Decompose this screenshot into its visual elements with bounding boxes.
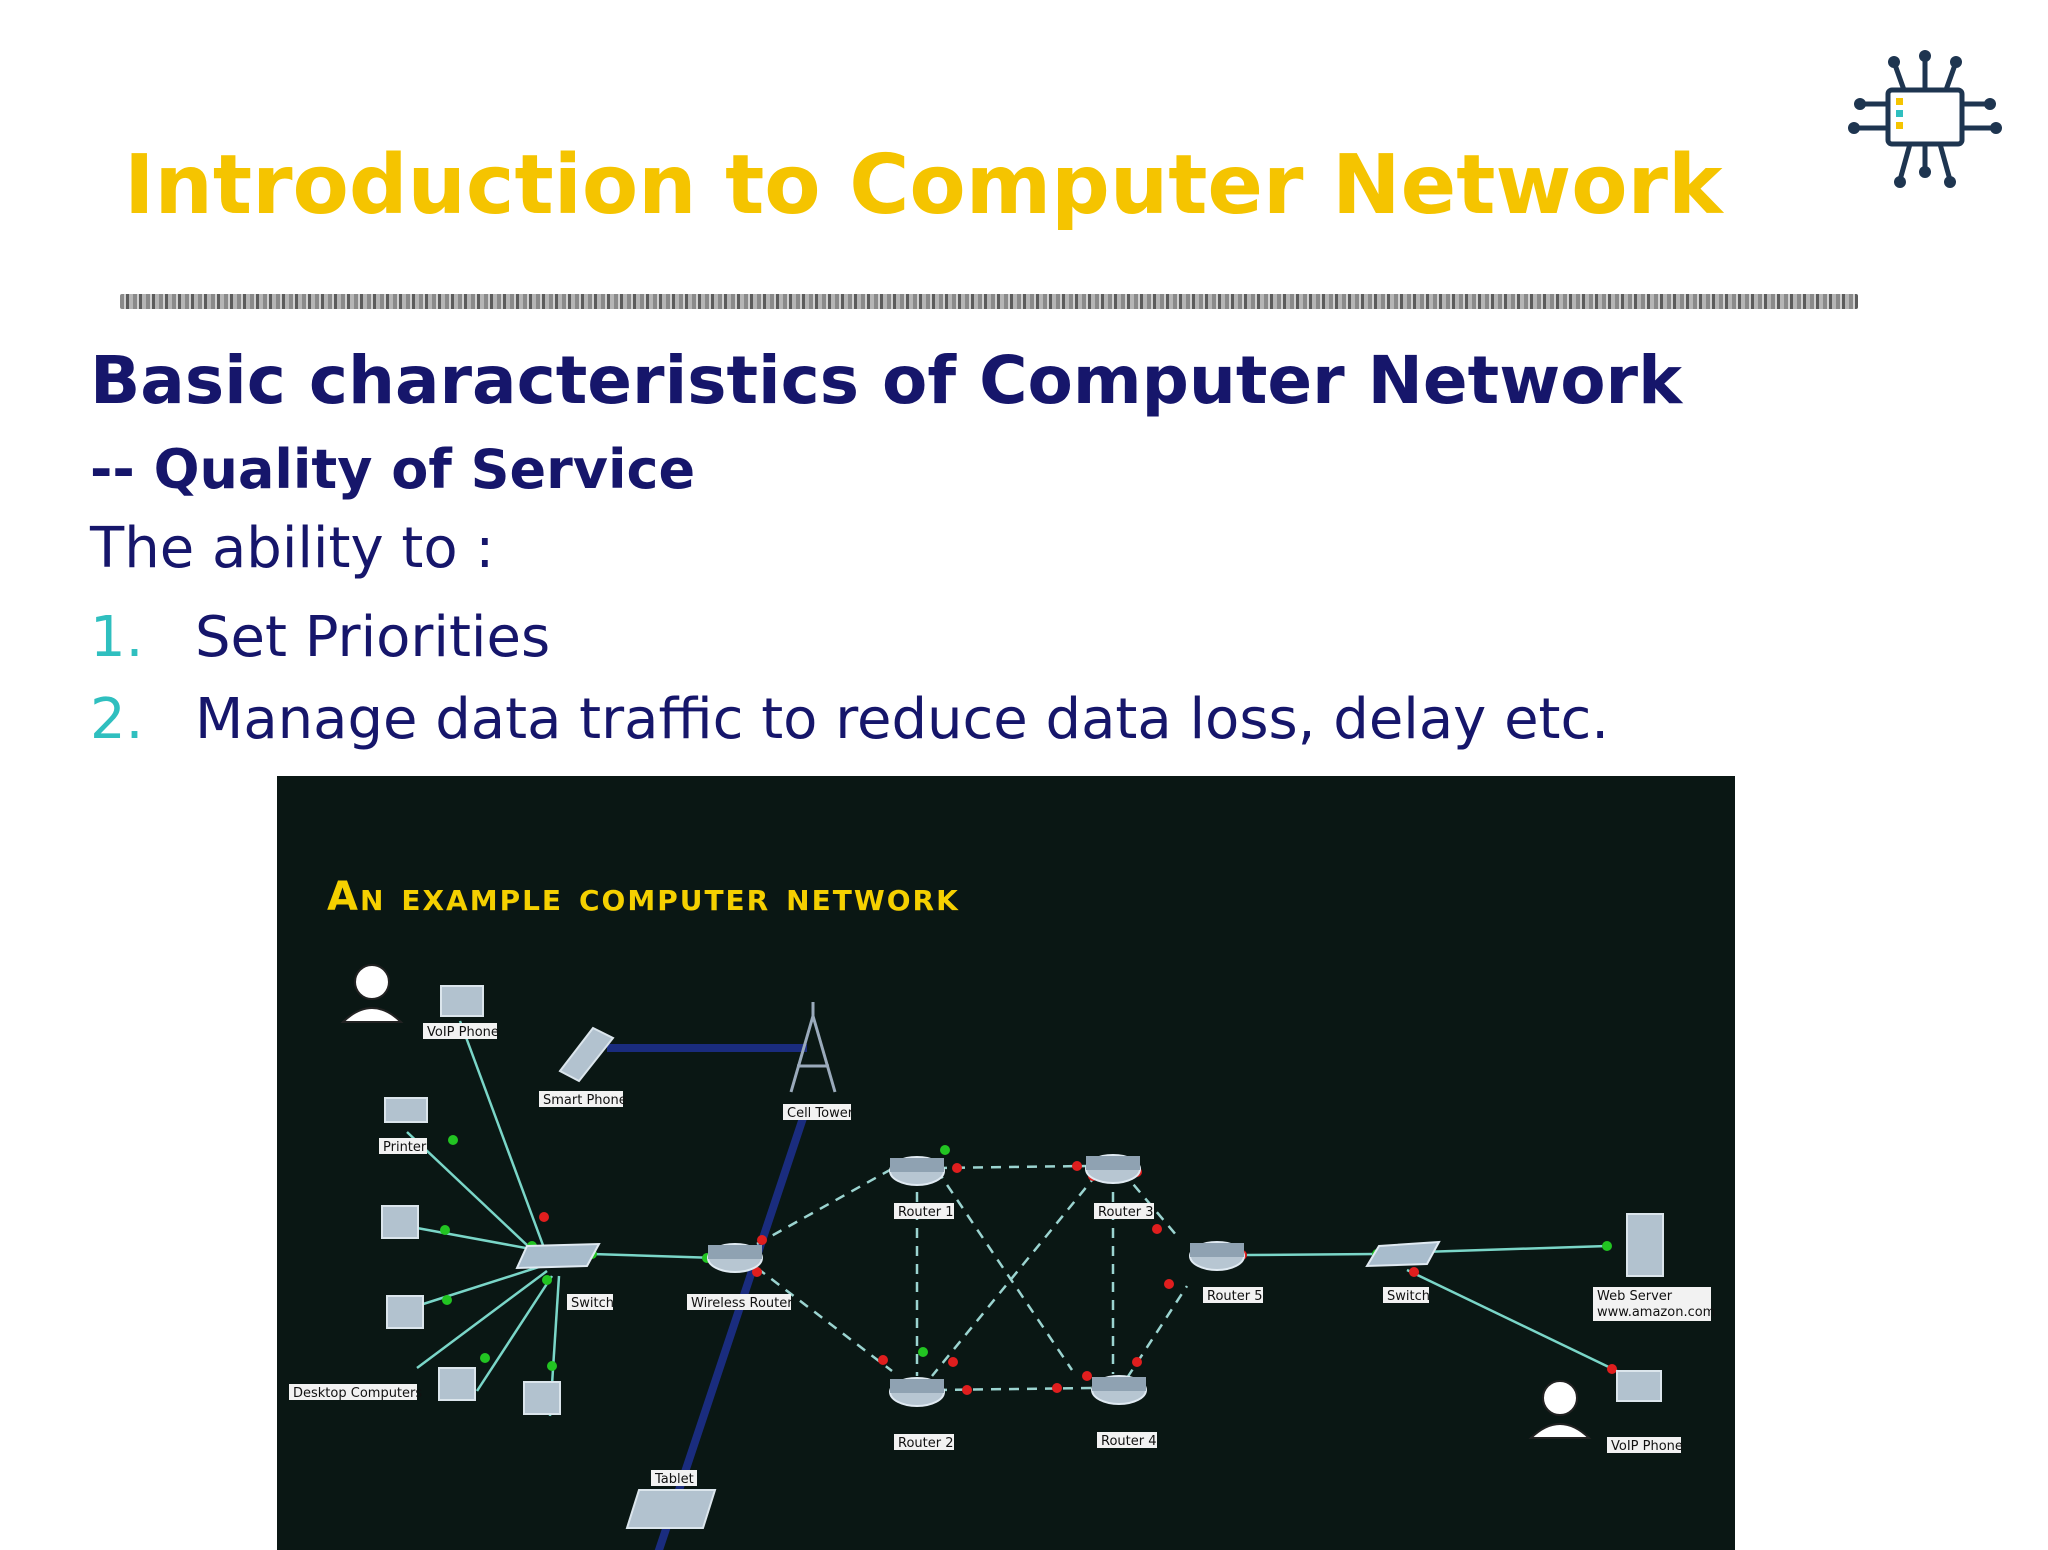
label-router-5: Router 5 — [1207, 1289, 1263, 1304]
network-diagram: An example computer network — [277, 776, 1735, 1550]
list-item: 1. Set Priorities — [90, 596, 1609, 678]
title-divider — [120, 294, 1858, 309]
label-cell-tower: Cell Tower — [787, 1106, 854, 1121]
label-router-4: Router 4 — [1101, 1434, 1157, 1449]
label-desktop-computers: Desktop Computers — [293, 1386, 422, 1401]
ability-list: 1. Set Priorities 2. Manage data traffic… — [90, 596, 1609, 760]
list-text: Manage data traffic to reduce data loss,… — [195, 686, 1610, 752]
label-switch-right: Switch — [1387, 1289, 1430, 1304]
label-smart-phone: Smart Phone — [543, 1093, 627, 1108]
label-router-2: Router 2 — [898, 1436, 954, 1451]
intro-text: The ability to : — [90, 516, 495, 581]
list-text: Set Priorities — [195, 604, 551, 670]
label-router-1: Router 1 — [898, 1205, 954, 1220]
label-web-server: Web Server — [1597, 1289, 1673, 1304]
label-router-3: Router 3 — [1098, 1205, 1154, 1220]
list-number: 2. — [90, 686, 144, 752]
label-switch-left: Switch — [571, 1296, 614, 1311]
circuit-monitor-icon — [1848, 50, 2002, 188]
list-item: 2. Manage data traffic to reduce data lo… — [90, 678, 1609, 760]
list-number: 1. — [90, 604, 144, 670]
label-web-server-url: www.amazon.com — [1597, 1305, 1715, 1320]
page-title: Introduction to Computer Network — [124, 138, 1723, 233]
diagram-heading: An example computer network — [327, 874, 960, 920]
label-tablet: Tablet — [654, 1472, 694, 1487]
label-voip-phone-right: VoIP Phone — [1611, 1439, 1683, 1454]
subtitle: Basic characteristics of Computer Networ… — [90, 342, 1682, 419]
label-printer: Printer — [383, 1140, 427, 1155]
label-voip-phone-left: VoIP Phone — [427, 1025, 499, 1040]
label-wireless-router: Wireless Router — [691, 1296, 793, 1311]
section-heading: -- Quality of Service — [90, 438, 696, 501]
